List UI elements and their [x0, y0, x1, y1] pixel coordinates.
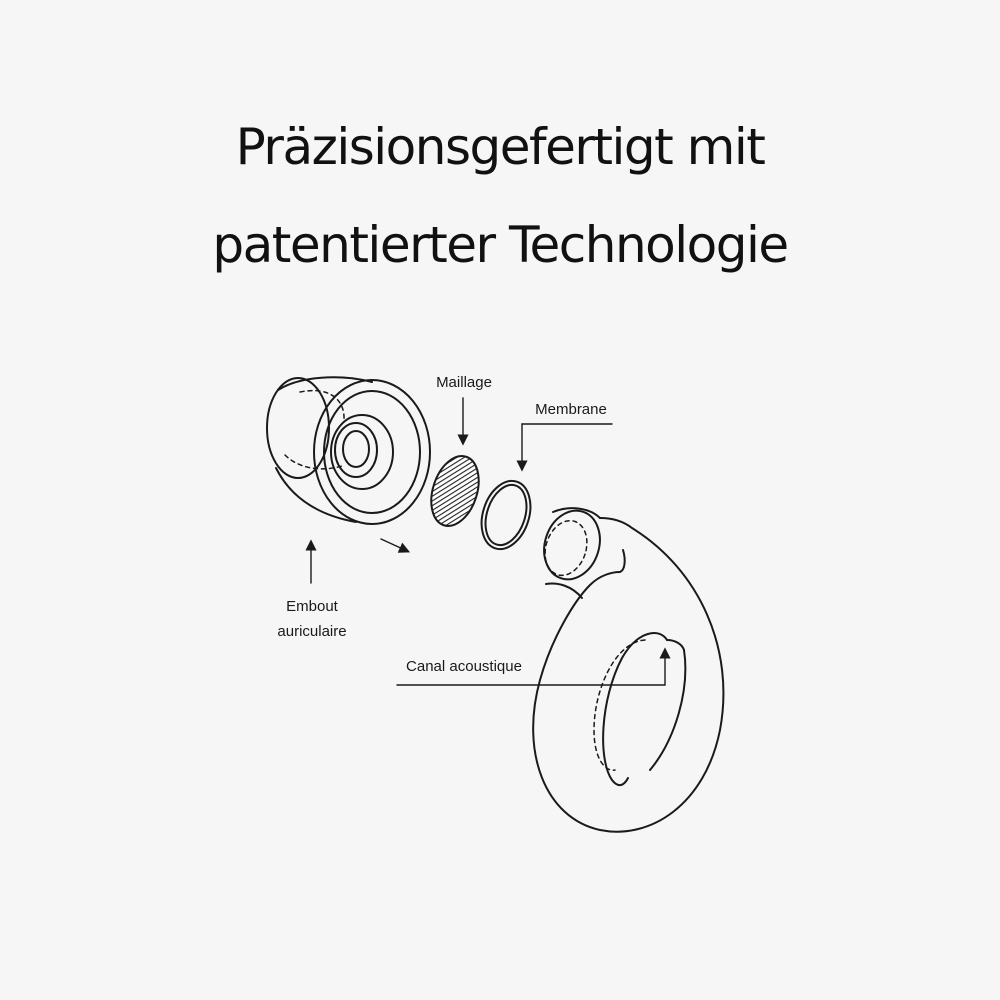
headline: Präzisionsgefertigt mit patentierter Tec…: [0, 98, 1000, 294]
ear-tip-part: [266, 376, 431, 525]
earplug-body-part: [532, 507, 725, 833]
label-membrane: Membrane: [535, 401, 607, 418]
headline-line-2: patentierter Technologie: [212, 216, 789, 274]
callout-lines: [305, 397, 671, 686]
label-mesh: Maillage: [436, 374, 492, 391]
label-ear-tip-line-1: Embout: [286, 598, 339, 615]
headline-line-1: Präzisionsgefertigt mit: [235, 118, 766, 176]
label-acoustic-canal: Canal acoustique: [406, 658, 522, 675]
mesh-disc-part: [430, 455, 480, 527]
label-ear-tip-line-2: auriculaire: [277, 623, 346, 640]
membrane-ring-part: [480, 479, 532, 551]
